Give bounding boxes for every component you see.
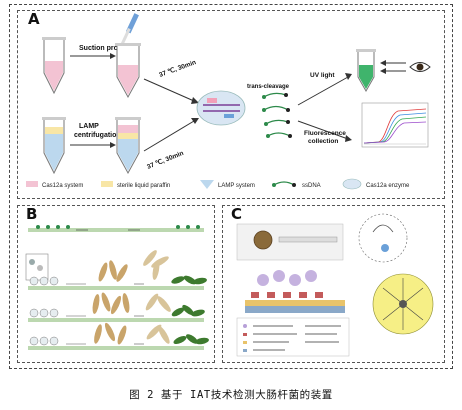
panel-a-legend: Cas12a system sterile liquid paraffin LA… xyxy=(26,178,410,190)
legend-lamp-system: LAMP system xyxy=(218,183,255,189)
panel-c-legend xyxy=(236,317,350,357)
tube-layered-bottom xyxy=(115,117,141,175)
trans-cleavage-label: trans-cleavage xyxy=(247,84,290,90)
bacteria-row-2 xyxy=(28,292,205,322)
uv-light-label: UV light xyxy=(310,72,335,79)
tube-lamp-bottom xyxy=(42,117,66,175)
step-suction-label: Suction product xyxy=(79,45,133,52)
step-centrifugation-label: centrifugation xyxy=(74,132,121,139)
ssdna-probes-icon xyxy=(263,92,291,137)
step-lamp-label: LAMP xyxy=(79,123,99,130)
fluorescence-label-2: collection xyxy=(308,138,338,145)
panel-a: A Suction product LAMP centrifu xyxy=(17,10,445,199)
panel-a-label: A xyxy=(28,10,40,28)
figure-caption: 图 2 基于 IAT技术检测大肠杆菌的装置 xyxy=(129,389,333,401)
sensor-layers xyxy=(245,270,345,313)
legend-paraffin: sterile liquid paraffin xyxy=(117,183,170,189)
panel-b: B xyxy=(17,205,215,363)
cas12a-complex-icon xyxy=(196,90,246,126)
dendrimer-inset xyxy=(358,213,408,263)
panel-b-label: B xyxy=(26,205,38,223)
temp-top-label: 37 ℃, 30min xyxy=(158,58,197,79)
temp-bottom-label: 37 ℃, 30min xyxy=(146,149,185,171)
legend-cas12a-system: Cas12a system xyxy=(42,183,83,189)
figure-frame xyxy=(9,4,453,369)
dendrimer-tree xyxy=(372,273,434,335)
panel-a-diagram: Suction product LAMP centrifugation xyxy=(26,13,431,190)
eye-icon xyxy=(380,60,431,74)
panel-c-label: C xyxy=(231,205,243,223)
inset-diagram xyxy=(25,253,49,281)
fluorescence-label-1: Fluorescence xyxy=(304,130,346,137)
panel-c: C xyxy=(222,205,445,363)
ssdna-ends xyxy=(262,93,292,138)
device-photo xyxy=(236,223,344,261)
fluorescence-curve-chart xyxy=(361,102,429,148)
panel-b-diagram xyxy=(25,225,209,350)
legend-cas12a-enzyme: Cas12a enzyme xyxy=(366,183,410,189)
pipette-icon xyxy=(120,13,139,46)
surface-row-1 xyxy=(28,225,204,232)
legend-ssdna: ssDNA xyxy=(302,183,321,189)
panel-b-arrows xyxy=(66,283,144,345)
bacteria-row-3 xyxy=(28,322,209,350)
tube-fluorescent xyxy=(356,49,376,93)
bacteria-row-1 xyxy=(28,250,207,290)
tube-cas12a-top xyxy=(42,37,66,95)
panel-c-diagram xyxy=(236,213,434,357)
tube-mixed-top xyxy=(115,43,141,99)
